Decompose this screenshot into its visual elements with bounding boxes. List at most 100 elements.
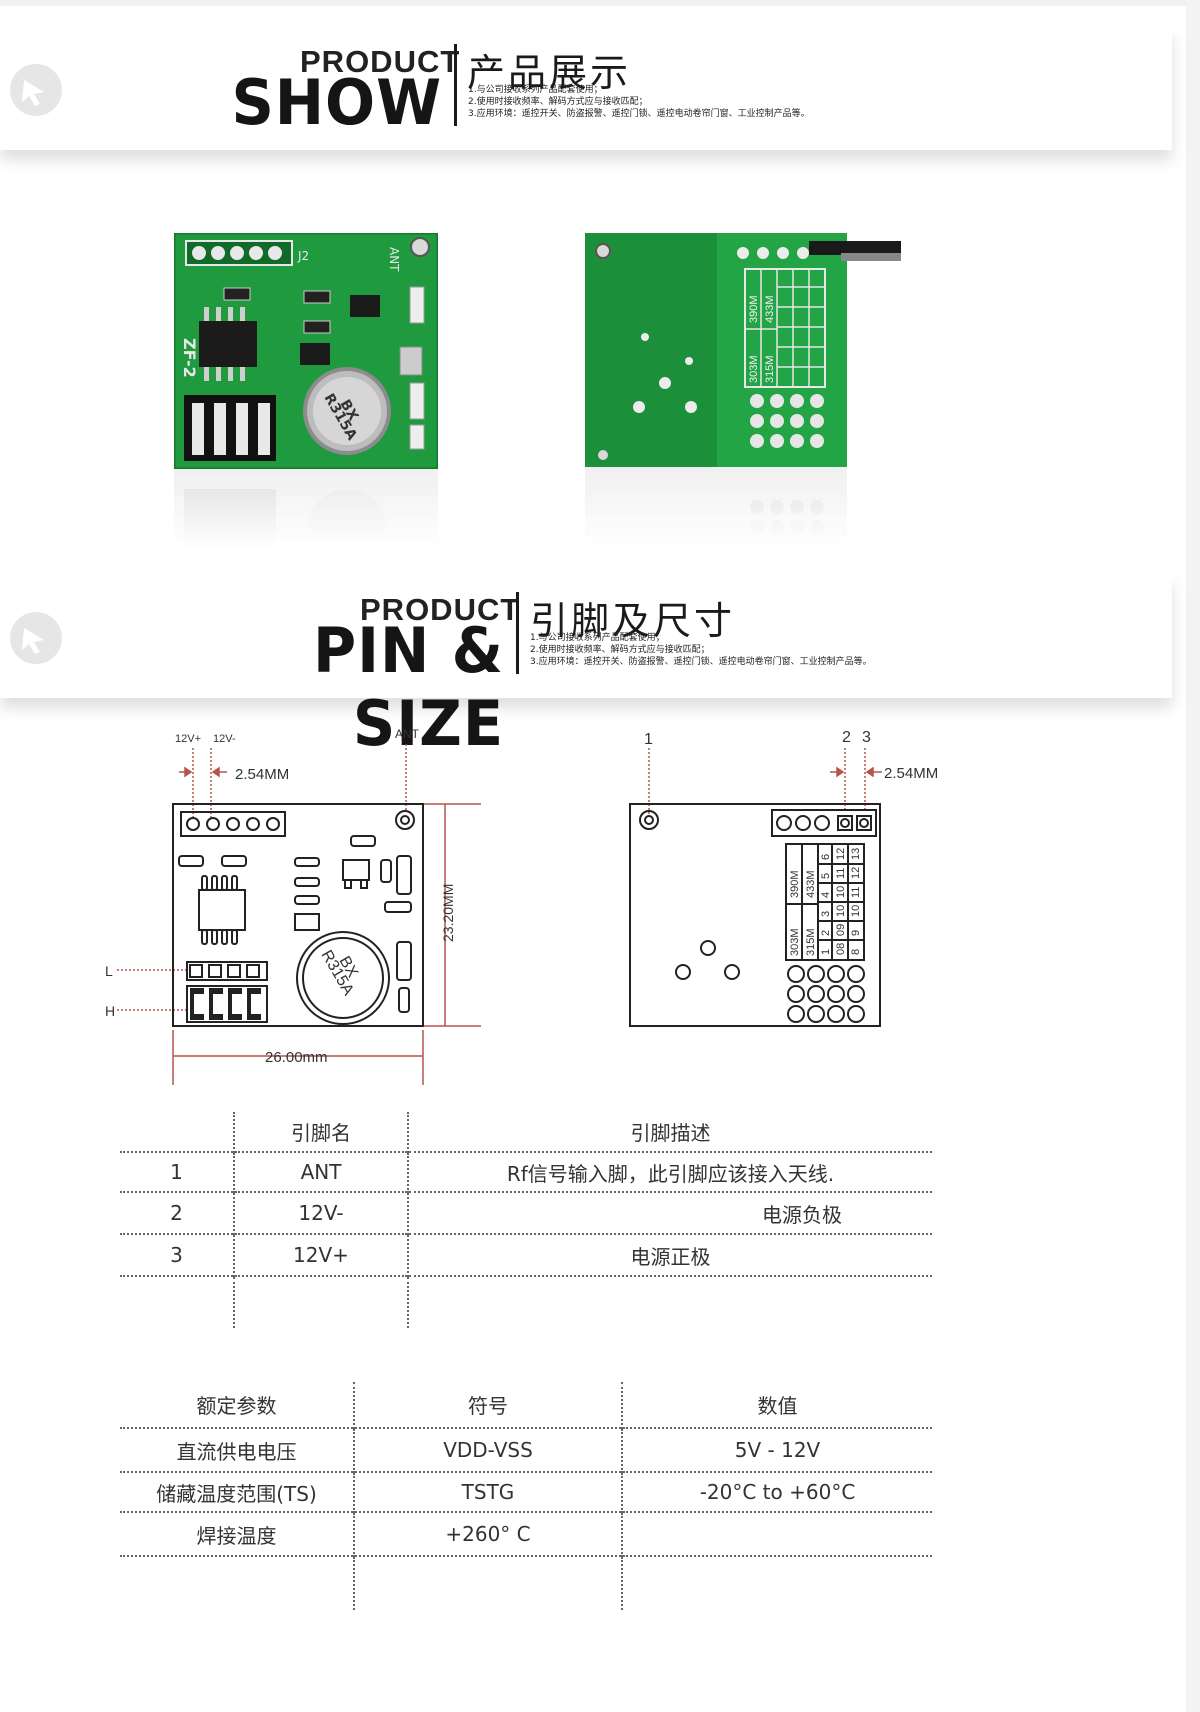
grid-cell: 5 (820, 873, 832, 879)
param-value: -20°C to +60°C (621, 1471, 932, 1512)
section-label-small: PRODUCT (300, 44, 461, 79)
table-row-empty (120, 1275, 932, 1328)
grid-cell: 13 (850, 848, 862, 860)
grid-cell: 6 (820, 854, 832, 860)
note-item: 2.使用时接收频率、解码方式应与接收匹配； (530, 645, 710, 655)
note-item: 3.应用环境：遥控开关、防盗报警、遥控门锁、遥控电动卷帘门窗、工业控制产品等。 (468, 109, 810, 119)
grid-cell: 3 (820, 911, 832, 917)
pin-1-label: 1 (644, 731, 653, 748)
param-name: 直流供电电压 (120, 1427, 354, 1472)
grid-cell: 11 (835, 868, 847, 879)
label-h: H (105, 1003, 115, 1019)
section-title-cn: 产品展示 (467, 51, 632, 95)
section-header-product-show: PRODUCT SHOW 产品展示 1.与公司接收系列产品配套使用； 2.使用时… (0, 26, 1172, 150)
freq-label: 303M (748, 355, 760, 383)
section-label-big: PIN & SIZE (312, 614, 504, 760)
pitch-label: 2.54MM (235, 766, 289, 783)
pin-number: 1 (120, 1151, 234, 1192)
grid-cell: 1 (820, 949, 832, 955)
width-dimension: 26.00mm (265, 1049, 328, 1066)
divider (516, 592, 519, 674)
grid-cell: 9 (850, 930, 862, 936)
notes-list: 1.与公司接收系列产品配套使用； 2.使用时接收频率、解码方式应与接收匹配； 3… (530, 632, 872, 668)
height-dimension: 23.20MM (440, 884, 456, 942)
ant-label: ANT (387, 247, 401, 272)
grid-cell: 12 (850, 867, 862, 879)
ant-label: ANT (395, 727, 420, 741)
param-table: 额定参数 符号 数值 直流供电电压 VDD-VSS 5V - 12V 储藏温度范… (120, 1382, 932, 1610)
note-item: 1.与公司接收系列产品配套使用； (468, 85, 603, 95)
j2-label: J2 (297, 249, 309, 263)
grid-cell: 8 (850, 949, 862, 955)
grid-cell: 10 (835, 905, 847, 917)
grid-cell: 4 (820, 892, 832, 898)
param-name: 储藏温度范围(TS) (120, 1471, 354, 1512)
param-value: 5V - 12V (621, 1427, 932, 1472)
grid-cell: 09 (835, 924, 847, 936)
grid-cell: 2 (820, 930, 832, 936)
grid-cell: 10 (850, 905, 862, 917)
freq-label: 433M (805, 870, 817, 898)
pin-table-header: 引脚描述 (407, 1112, 932, 1152)
notes-list: 1.与公司接收系列产品配套使用； 2.使用时接收频率、解码方式应与接收匹配； 3… (468, 84, 810, 120)
pin-3-label: 3 (862, 729, 871, 746)
divider (454, 44, 457, 126)
pin-12v-plus-label: 12V+ (175, 733, 201, 745)
param-symbol: TSTG (353, 1471, 622, 1512)
freq-label: 315M (764, 355, 776, 383)
pitch-label: 2.54MM (884, 765, 938, 782)
param-symbol: VDD-VSS (353, 1427, 622, 1472)
pin-table-header: 引脚名 (233, 1112, 408, 1152)
note-item: 2.使用时接收频率、解码方式应与接收匹配； (468, 97, 648, 107)
grid-cell: 12 (835, 848, 847, 860)
table-row-empty (120, 1555, 932, 1610)
brand-logo-icon (10, 612, 62, 664)
pin-12v-minus-label: 12V- (213, 733, 236, 745)
table-row: 3 12V+ 电源正极 (120, 1233, 932, 1276)
freq-label: 303M (789, 928, 801, 956)
table-row: 直流供电电压 VDD-VSS 5V - 12V (120, 1427, 932, 1472)
pin-name: ANT (233, 1151, 408, 1192)
section-header-pin-size: PRODUCT PIN & SIZE 引脚及尺寸 1.与公司接收系列产品配套使用… (0, 574, 1172, 760)
pcb-front-photo: J2 ANT ZF-2 BX R315A (174, 233, 438, 469)
param-table-header: 额定参数 (196, 1394, 277, 1418)
table-row: 1 ANT Rf信号输入脚，此引脚应该接入天线. (120, 1151, 932, 1192)
note-item: 1.与公司接收系列产品配套使用； (530, 633, 665, 643)
pcb-back-reflection (585, 467, 847, 547)
pin-description: 电源正极 (407, 1233, 932, 1276)
label-l: L (105, 963, 113, 979)
right-rule (1186, 0, 1200, 1712)
grid-cell: 10 (835, 886, 847, 898)
pin-description: 电源负极 (407, 1191, 932, 1234)
section-label-small: PRODUCT (360, 592, 521, 627)
section-label-big: SHOW (231, 66, 442, 139)
param-name: 焊接温度 (120, 1511, 354, 1556)
pin-name: 12V+ (233, 1233, 408, 1276)
pcb-front-reflection (174, 469, 438, 549)
pcb-back-photo: 390M 433M 303M 315M (585, 233, 901, 467)
board-label: ZF-2 (180, 338, 199, 378)
pin-number: 2 (120, 1191, 234, 1234)
section-title-cn: 引脚及尺寸 (530, 599, 736, 643)
brand-logo-icon (10, 64, 62, 116)
table-row: 储藏温度范围(TS) TSTG -20°C to +60°C (120, 1471, 932, 1512)
param-table-header: 符号 (353, 1382, 622, 1428)
pin-table-header (120, 1112, 234, 1152)
top-rule (0, 0, 1186, 6)
table-row: 焊接温度 +260° C (120, 1511, 932, 1556)
pin-2-label: 2 (842, 729, 851, 746)
param-value (621, 1511, 932, 1556)
note-item: 3.应用环境：遥控开关、防盗报警、遥控门锁、遥控电动卷帘门窗、工业控制产品等。 (530, 657, 872, 667)
grid-cell: 08 (835, 943, 847, 955)
pin-name: 12V- (233, 1191, 408, 1234)
freq-label: 390M (789, 870, 801, 898)
front-dimension-drawing: 12V+ 12V- ANT 2.54MM 23.20MM 26.00mm L H… (105, 727, 481, 1085)
freq-label: 433M (764, 295, 776, 323)
param-table-header: 数值 (621, 1382, 932, 1428)
grid-cell: 11 (850, 887, 862, 898)
table-row: 2 12V- 电源负极 (120, 1191, 932, 1234)
pin-description: Rf信号输入脚，此引脚应该接入天线. (407, 1151, 932, 1192)
freq-label: 390M (748, 295, 760, 323)
